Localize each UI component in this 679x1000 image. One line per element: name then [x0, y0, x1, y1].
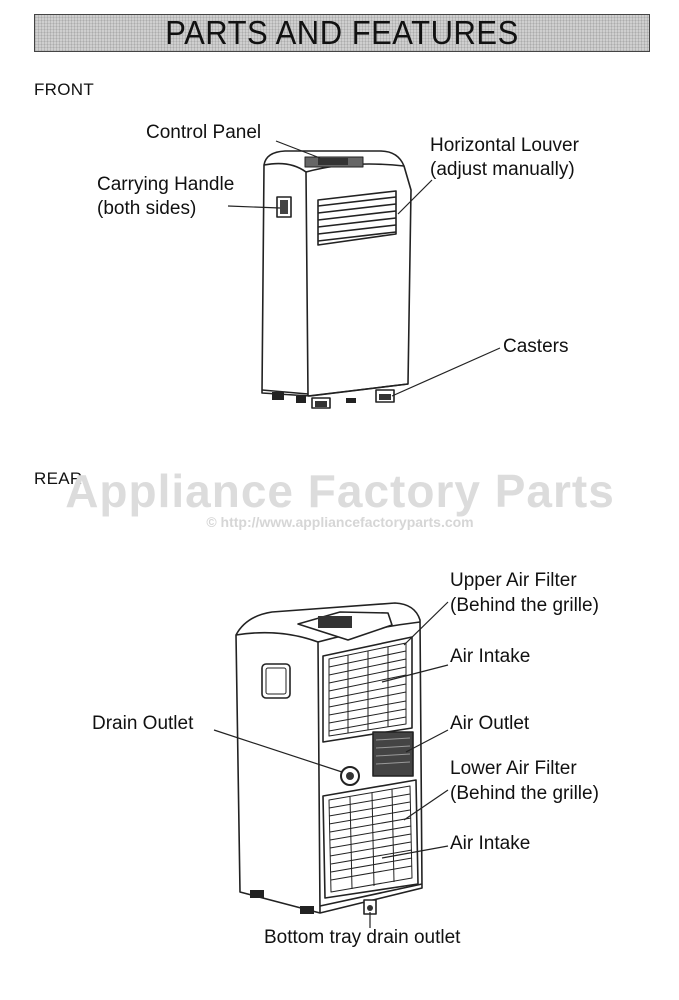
callout-upper-air-filter: Upper Air Filter	[450, 570, 577, 591]
air-outlet-vent	[372, 731, 414, 777]
callout-carrying-handle: Carrying Handle	[97, 174, 235, 195]
callout-air-intake-lower: Air Intake	[450, 833, 531, 854]
page-title-bar: PARTS AND FEATURES	[34, 14, 650, 52]
callout-horizontal-louver-note: (adjust manually)	[430, 159, 575, 180]
drain-outlet-knob	[340, 766, 360, 786]
watermark-text: Appliance Factory Parts	[65, 465, 615, 517]
callout-bottom-tray-drain: Bottom tray drain outlet	[264, 927, 461, 948]
leader-lines	[213, 140, 501, 928]
callout-casters: Casters	[503, 336, 569, 357]
callout-lower-air-filter-note: (Behind the grille)	[450, 783, 599, 804]
watermark-url: © http://www.appliancefactoryparts.com	[206, 514, 474, 530]
rear-section-label: REAR	[34, 469, 83, 488]
front-section-label: FRONT	[34, 80, 95, 99]
lower-grille	[322, 779, 419, 899]
callout-air-intake-upper: Air Intake	[450, 646, 531, 667]
callout-lower-air-filter: Lower Air Filter	[450, 758, 577, 779]
bottom-tray-drain	[363, 899, 377, 915]
front-louver	[317, 190, 397, 246]
callout-carrying-handle-note: (both sides)	[97, 198, 197, 219]
page-title: PARTS AND FEATURES	[165, 13, 519, 52]
callout-control-panel: Control Panel	[146, 122, 262, 143]
upper-grille	[322, 636, 413, 743]
callout-upper-air-filter-note: (Behind the grille)	[450, 595, 599, 616]
callout-horizontal-louver: Horizontal Louver	[430, 135, 579, 156]
callout-drain-outlet: Drain Outlet	[92, 713, 194, 734]
rear-unit-illustration	[235, 602, 423, 915]
callout-air-outlet: Air Outlet	[450, 713, 530, 734]
front-unit-illustration	[261, 150, 412, 409]
